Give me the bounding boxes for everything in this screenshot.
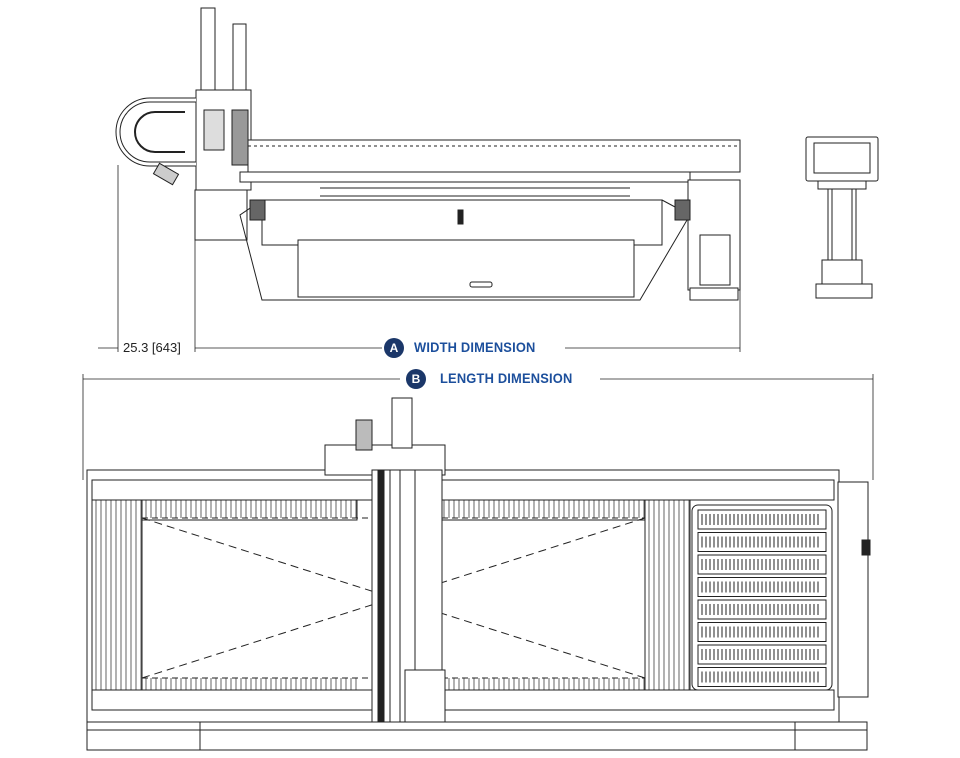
width-badge: A [384, 338, 404, 358]
length-badge: B [406, 369, 426, 389]
width-dimension-lines [98, 165, 741, 352]
length-dimension-lines [82, 374, 874, 480]
offset-dimension-label: 25.3 [643] [123, 340, 181, 355]
front-elevation [115, 7, 879, 301]
width-dimension-label: WIDTH DIMENSION [414, 339, 536, 355]
length-dimension-label: LENGTH DIMENSION [440, 370, 573, 386]
plan-view [86, 397, 871, 751]
